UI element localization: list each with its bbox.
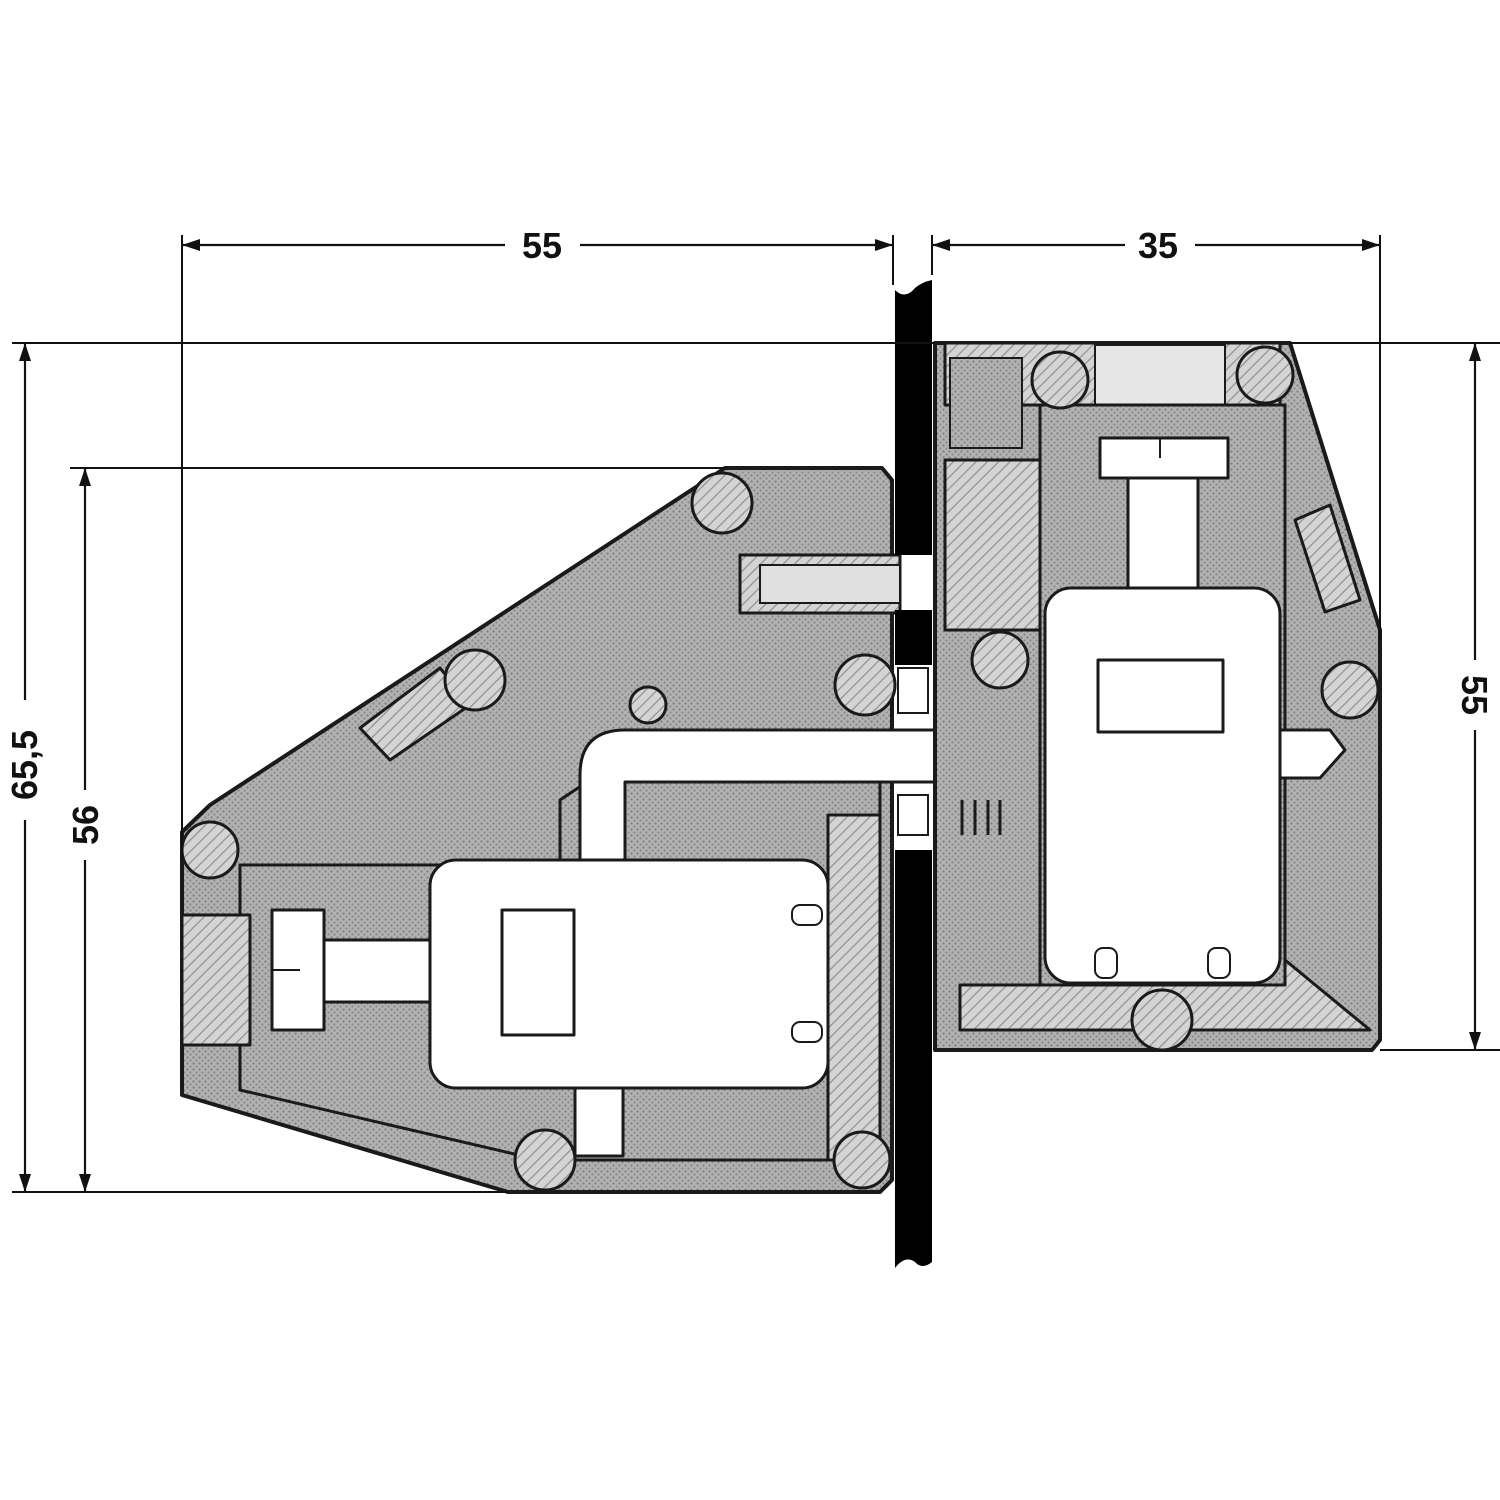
right-screw-shaft xyxy=(1126,476,1200,592)
left-boss-corner xyxy=(180,820,240,880)
right-boss-mid xyxy=(970,630,1030,690)
left-boss-small xyxy=(628,685,668,725)
left-upper-slot-inner xyxy=(759,564,901,604)
right-terminal-block xyxy=(933,341,1382,1052)
left-end-cap xyxy=(180,913,252,1047)
dim-right-width: 35 xyxy=(1138,225,1178,266)
right-left-column-inner xyxy=(949,357,1023,449)
left-terminal-block xyxy=(180,466,1047,1194)
left-clamp-insert xyxy=(428,858,830,1090)
right-top-bar-gap xyxy=(1094,344,1226,416)
right-side-latch xyxy=(1293,503,1362,614)
left-clamp-window xyxy=(500,908,576,1037)
left-clamp-pin-1 xyxy=(791,904,823,926)
panel-gap-mid xyxy=(897,667,929,714)
right-stripes xyxy=(960,800,1002,835)
right-bus-tab xyxy=(1278,728,1347,780)
right-clamp-insert xyxy=(1043,586,1282,985)
right-left-column xyxy=(943,458,1042,632)
panel-upper-section xyxy=(895,280,932,555)
right-boss-top-right xyxy=(1235,345,1295,405)
right-clamp-pin-1 xyxy=(1094,947,1118,979)
right-clamp-pin-2 xyxy=(1207,947,1231,979)
left-boss-mid xyxy=(443,648,507,712)
dim-left-width: 55 xyxy=(522,225,562,266)
panel-gap-low xyxy=(897,794,929,836)
right-clamp-window xyxy=(1096,658,1225,734)
left-side-wall xyxy=(826,813,882,1162)
left-boss-bottom-right xyxy=(832,1130,892,1190)
dim-left-height: 56 xyxy=(65,805,106,845)
right-screw-head xyxy=(1098,436,1230,480)
left-boss-top xyxy=(690,471,754,535)
right-boss-side xyxy=(1320,660,1380,720)
left-clamp-pin-2 xyxy=(791,1021,823,1043)
right-boss-top-left xyxy=(1030,350,1090,410)
left-boss-bottom xyxy=(513,1128,577,1192)
dim-total-height: 65,5 xyxy=(4,730,45,800)
panel-slot-upper xyxy=(895,610,932,665)
dim-right-height: 55 xyxy=(1454,675,1495,715)
dimension-lines: 55 35 65,5 56 55 xyxy=(4,225,1500,1193)
mounting-panel xyxy=(895,280,932,1268)
panel-lower-section xyxy=(895,850,932,1268)
left-boss-right xyxy=(833,653,897,717)
left-screw-shaft xyxy=(322,938,436,1004)
left-lower-foot xyxy=(573,1086,625,1158)
right-boss-bottom xyxy=(1130,988,1194,1052)
